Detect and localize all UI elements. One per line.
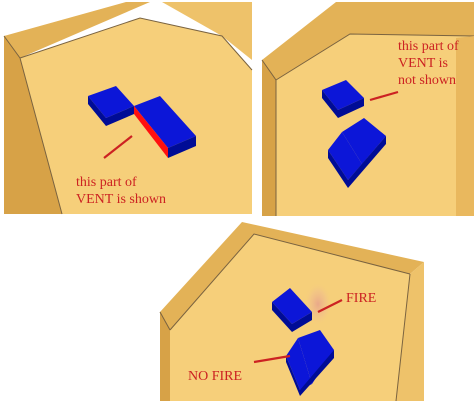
annotation-label-fire: FIRE: [346, 291, 376, 306]
annotation-label: this part of: [398, 39, 459, 54]
panel-bottom: FIRE NO FIRE: [159, 218, 474, 401]
block-side: [300, 350, 334, 396]
panel-top-right: this part of VENT is not shown: [260, 0, 474, 216]
floor-edge-left: [19, 57, 63, 215]
block-side: [348, 136, 386, 188]
annotation-arrow: [103, 135, 133, 159]
annotation-arrow-no-fire: [253, 354, 291, 364]
block-side: [338, 98, 364, 118]
block-top: [88, 86, 134, 118]
block-top: [272, 288, 312, 324]
block-side: [286, 356, 300, 396]
annotation-label: VENT is: [398, 56, 448, 71]
room-wall-back: [4, 2, 150, 58]
floor-edge-right: [395, 273, 411, 401]
annotation-label: VENT is shown: [76, 192, 166, 207]
annotation-arrow-fire: [317, 299, 343, 313]
block-top: [328, 132, 362, 180]
floor-edge: [169, 233, 411, 331]
annotation-label-no-fire: NO FIRE: [188, 369, 242, 384]
block-side: [322, 90, 338, 118]
block-top: [134, 96, 196, 148]
annotation-arrow: [369, 90, 399, 102]
room-wall-right: [456, 36, 474, 216]
room-floor: [276, 34, 474, 216]
block-top: [298, 330, 334, 384]
room-wall-left: [262, 60, 276, 216]
wall-edge: [159, 311, 171, 331]
block-top: [342, 118, 386, 164]
block-top: [322, 80, 364, 110]
block-side: [328, 150, 348, 188]
block-side: [168, 136, 196, 158]
block-side: [88, 96, 106, 126]
annotation-label: not shown: [398, 73, 456, 88]
block-side: [106, 106, 134, 126]
block-side: [292, 312, 312, 332]
annotation-label: this part of: [76, 175, 137, 190]
room-wall-back: [160, 222, 424, 330]
room-wall-left: [4, 36, 62, 214]
block-side: [272, 302, 292, 332]
wall-edge: [3, 35, 21, 59]
vent-face: [134, 106, 168, 158]
floor-edge: [275, 33, 474, 81]
wall-edge: [261, 59, 277, 81]
floor-edge: [19, 17, 253, 71]
room-wall-right: [396, 262, 424, 401]
panel-top-left: this part of VENT is shown: [0, 0, 256, 216]
block-top: [286, 338, 312, 390]
room-wall-right: [150, 2, 252, 60]
room-wall-back: [262, 2, 474, 80]
room-wall-left: [160, 312, 170, 401]
